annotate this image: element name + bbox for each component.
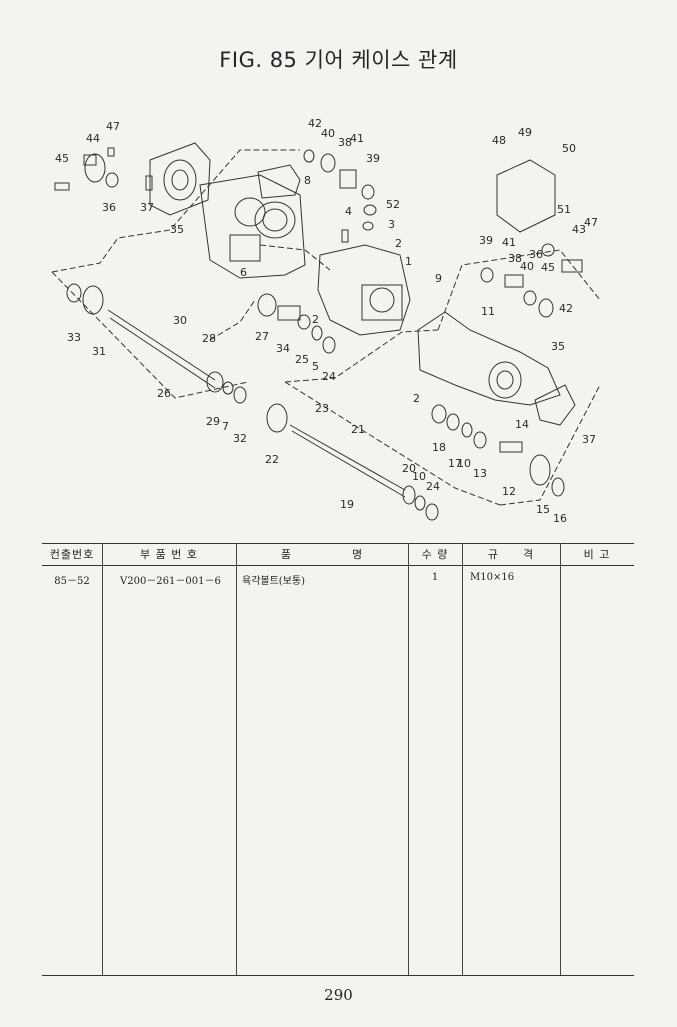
callout: 32 [233, 432, 247, 445]
callout: 47 [106, 120, 120, 133]
callout: 22 [265, 453, 279, 466]
header-quantity: 수 량 [421, 548, 449, 561]
callout: 41 [502, 236, 516, 249]
callout: 38 [508, 252, 522, 265]
header-specification: 규 격 [487, 548, 535, 561]
callout: 10 [412, 470, 426, 483]
page-number: 290 [324, 986, 353, 1004]
callout: 29 [206, 415, 220, 428]
callout: 45 [541, 261, 555, 274]
callout: 21 [351, 423, 365, 436]
callout: 41 [350, 132, 364, 145]
callout: 2 [312, 313, 319, 326]
column-divider [102, 543, 103, 975]
callout: 39 [479, 234, 493, 247]
column-divider [408, 543, 409, 975]
callout: 1 [405, 255, 412, 268]
callout: 40 [520, 260, 534, 273]
table-header-rule [42, 565, 634, 566]
callout: 27 [255, 330, 269, 343]
callout: 50 [562, 142, 576, 155]
callout: 51 [557, 203, 571, 216]
callout: 6 [240, 266, 247, 279]
cell-specification: M10×16 [470, 572, 515, 583]
callout: 23 [315, 402, 329, 415]
header-index-no: 컨출번호 [49, 548, 95, 561]
callout: 48 [492, 134, 506, 147]
callout: 9 [435, 272, 442, 285]
callout: 44 [86, 132, 100, 145]
callout: 20 [402, 462, 416, 475]
callout: 36 [529, 248, 543, 261]
callout: 3 [388, 218, 395, 231]
callout: 33 [67, 331, 81, 344]
callout: 42 [308, 117, 322, 130]
column-divider [236, 543, 237, 975]
parts-table: 컨출번호 부 품 번 호 품 명 수 량 규 격 비 고 85－52 V200－… [42, 543, 634, 975]
callout: 38 [338, 136, 352, 149]
callout: 17 [448, 457, 462, 470]
callout: 25 [295, 353, 309, 366]
table-top-rule [42, 543, 634, 544]
callout: 19 [340, 498, 354, 511]
exploded-parts-diagram: 1 2 2 2 3 4 5 6 7 8 9 10 10 11 12 13 14 … [51, 117, 601, 525]
callout: 39 [366, 152, 380, 165]
callout: 10 [457, 457, 471, 470]
header-part-number: 부 품 번 호 [140, 548, 198, 561]
callout: 16 [553, 512, 567, 525]
callout: 35 [170, 223, 184, 236]
cell-part-number: V200－261－001－6 [120, 576, 221, 587]
cell-quantity: 1 [431, 572, 439, 583]
callout: 14 [515, 418, 529, 431]
callout: 45 [55, 152, 69, 165]
callout: 18 [432, 441, 446, 454]
callout: 42 [559, 302, 573, 315]
callout: 4 [345, 205, 352, 218]
table-bottom-rule [42, 975, 634, 976]
callout: 47 [584, 216, 598, 229]
cell-index-no: 85－52 [54, 576, 90, 587]
cell-part-name: 육각볼트(보통) [242, 576, 306, 587]
callout: 34 [276, 342, 290, 355]
callout: 12 [502, 485, 516, 498]
callout: 52 [386, 198, 400, 211]
header-remarks: 비 고 [583, 548, 611, 561]
callout: 26 [157, 387, 171, 400]
callout: 35 [551, 340, 565, 353]
callout: 2 [395, 237, 402, 250]
callout: 40 [321, 127, 335, 140]
column-divider [462, 543, 463, 975]
callout: 11 [481, 305, 495, 318]
callout: 28 [202, 332, 216, 345]
column-divider [560, 543, 561, 975]
callout: 31 [92, 345, 106, 358]
figure-title: FIG. 85 기어 케이스 관계 [219, 48, 458, 72]
callout: 24 [426, 480, 440, 493]
callout: 7 [222, 420, 229, 433]
callout: 2 [413, 392, 420, 405]
callout: 5 [312, 360, 319, 373]
callout: 37 [140, 201, 154, 214]
cell-remarks [566, 572, 630, 588]
callout: 24 [322, 370, 336, 383]
header-part-name: 품 명 [280, 548, 364, 561]
callout: 37 [582, 433, 596, 446]
callout: 43 [572, 223, 586, 236]
callout: 36 [102, 201, 116, 214]
callout: 49 [518, 126, 532, 139]
callout: 13 [473, 467, 487, 480]
callout: 8 [304, 174, 311, 187]
callout: 15 [536, 503, 550, 516]
callout: 30 [173, 314, 187, 327]
